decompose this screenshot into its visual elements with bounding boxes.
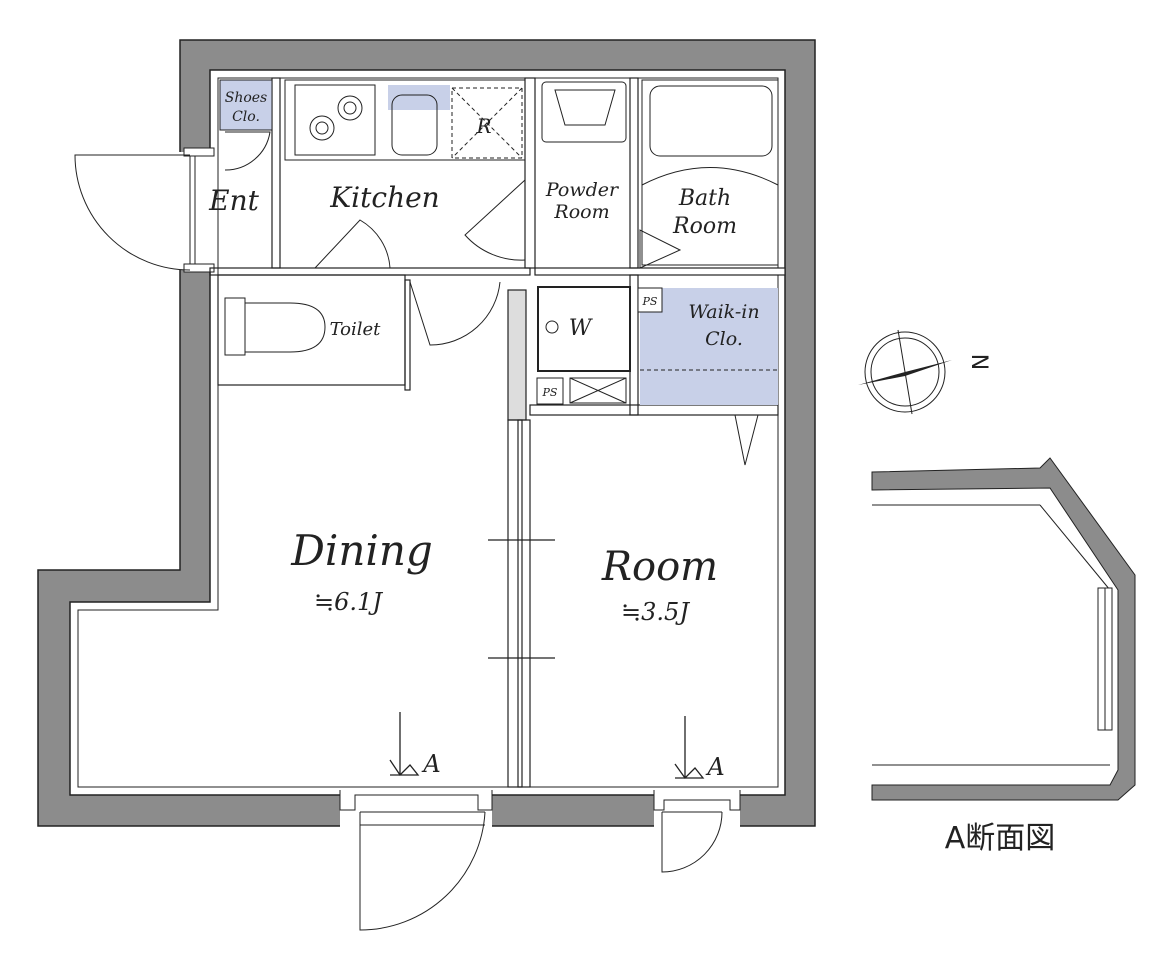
washer-label: W — [569, 316, 594, 341]
dining-size: ≒6.1J — [314, 588, 383, 616]
refrigerator — [451, 87, 523, 159]
room-door — [661, 811, 723, 873]
section-mark-a: A — [421, 750, 440, 778]
bath-room-label: Bath — [678, 186, 731, 211]
dining-door — [359, 811, 486, 931]
pipe-space-label: PS — [642, 295, 658, 308]
pipe-space-label: PS — [542, 386, 558, 399]
bath-room-label-2: Room — [672, 214, 737, 239]
powder-room-label: Powder — [545, 179, 620, 201]
toilet-bowl — [244, 302, 326, 353]
walk-in-closet-label: Waik-in — [688, 301, 759, 323]
exterior-wall — [37, 39, 816, 827]
north-label: N — [966, 354, 991, 370]
section-view — [871, 457, 1136, 801]
shoes-closet-label: Shoes — [225, 90, 268, 106]
room-label: Room — [601, 544, 718, 590]
room-size: ≒3.5J — [621, 598, 690, 626]
kitchen-label: Kitchen — [329, 181, 439, 214]
entrance-label: Ent — [208, 184, 259, 217]
compass-icon: N — [858, 329, 991, 415]
powder-room-label-2: Room — [553, 201, 609, 223]
walk-in-closet-label-2: Clo. — [705, 328, 743, 350]
section-title: A断面図 — [945, 821, 1056, 856]
entrance-door — [74, 154, 191, 271]
section-mark-a: A — [705, 753, 724, 781]
wash-basin — [541, 81, 627, 143]
bathtub — [649, 85, 773, 157]
toilet-label: Toilet — [330, 319, 382, 340]
stove — [294, 84, 376, 156]
refrigerator-label: R — [475, 114, 491, 138]
sink — [391, 94, 438, 156]
shoes-closet-label-2: Clo. — [232, 109, 260, 125]
dining-label: Dining — [290, 526, 433, 575]
